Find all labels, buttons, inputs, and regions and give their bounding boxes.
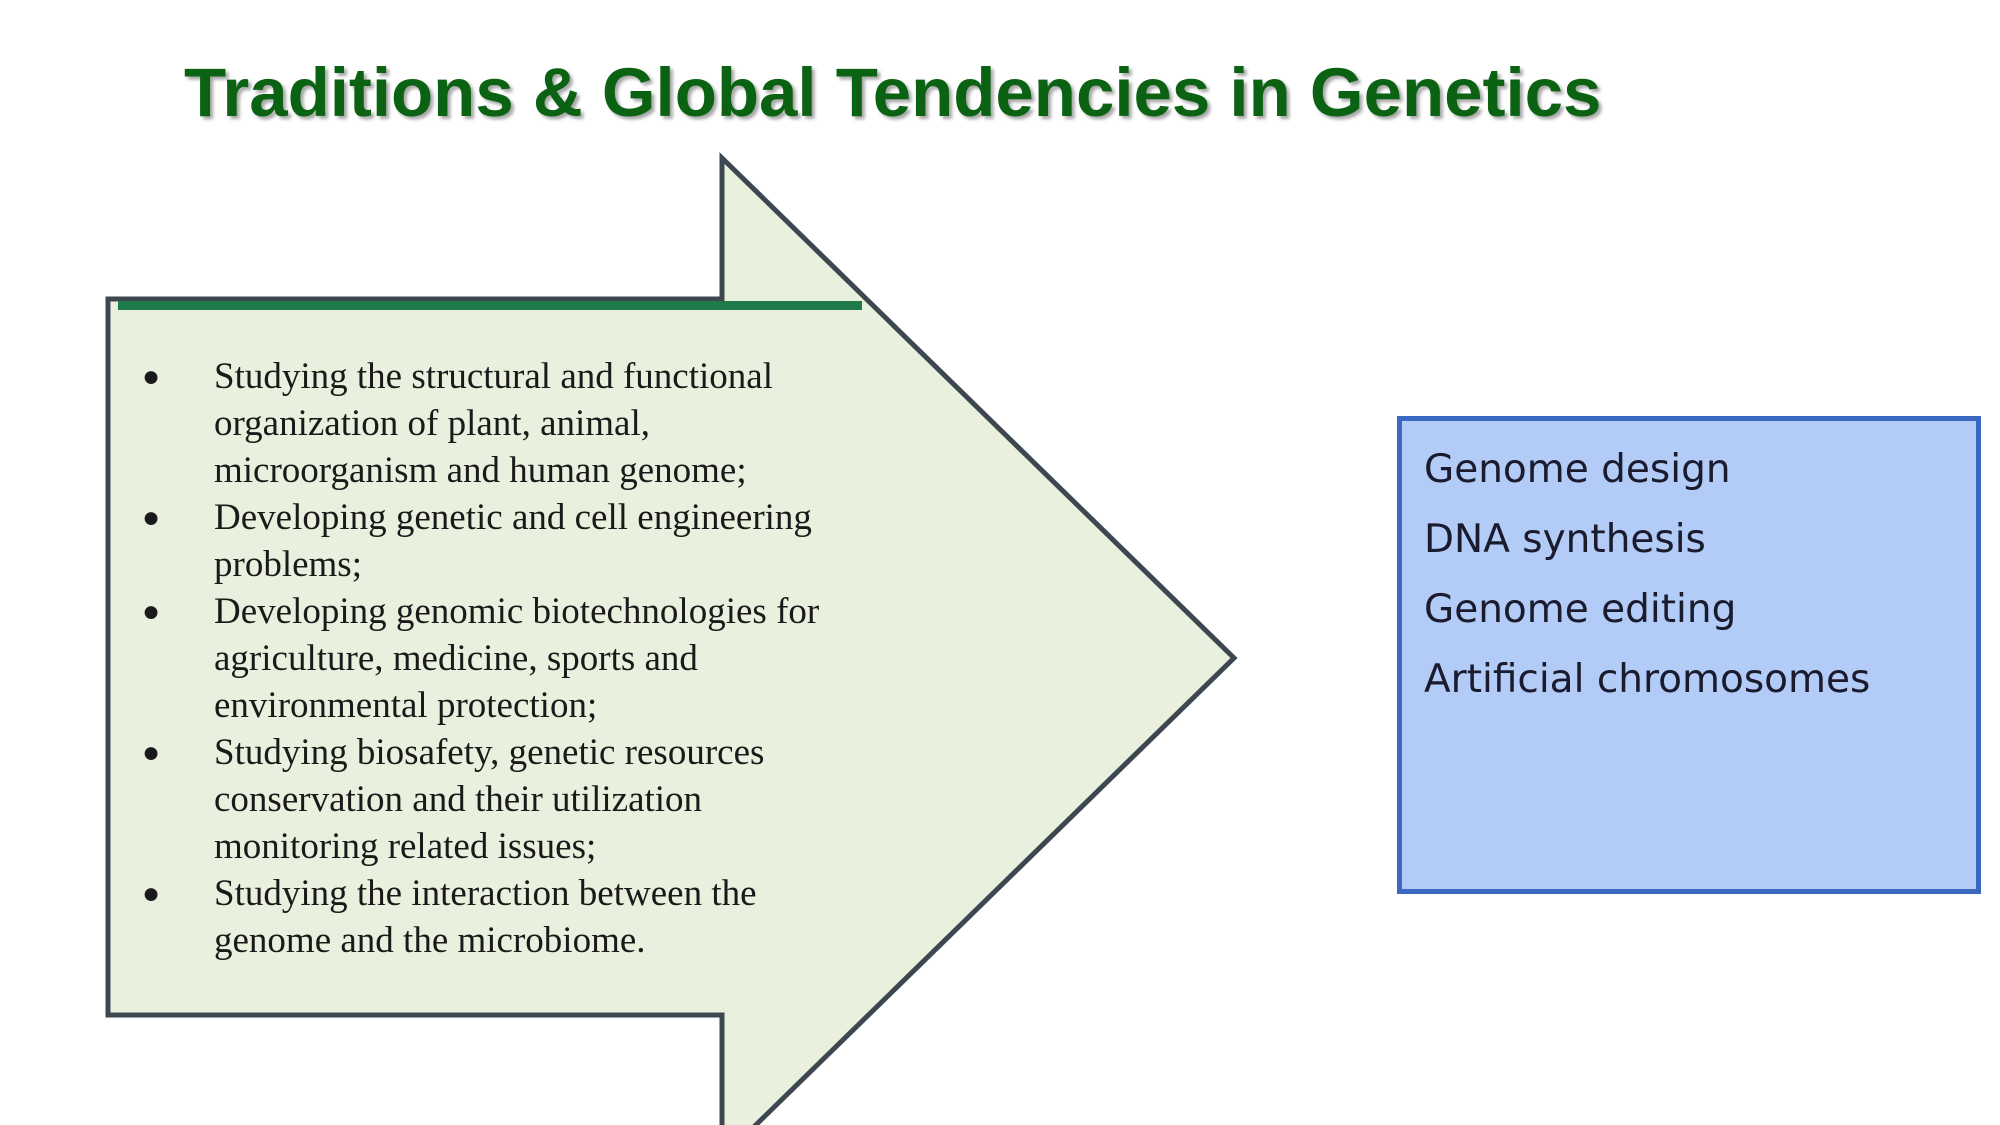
traditions-list: ● Studying the structural and functional …	[130, 353, 830, 964]
tendency-genome-design: Genome design	[1424, 447, 1731, 492]
bullet-icon: ●	[142, 877, 161, 910]
tendency-dna-synthesis: DNA synthesis	[1424, 517, 1706, 562]
bullet-icon: ●	[142, 736, 161, 769]
bullet-icon: ●	[142, 360, 161, 393]
tradition-text: Studying the structural and functional o…	[214, 356, 773, 491]
tradition-text: Developing genetic and cell engineering …	[214, 497, 812, 585]
list-item: ● Studying the interaction between the ge…	[130, 870, 830, 964]
list-item: ● Developing genetic and cell engineering…	[130, 494, 830, 588]
tendency-artificial-chromosomes: Artificial chromosomes	[1424, 657, 1871, 702]
list-item: ● Studying biosafety, genetic resources c…	[130, 729, 830, 870]
tradition-text: Studying biosafety, genetic resources co…	[214, 732, 765, 867]
tradition-text: Developing genomic biotechnologies for a…	[214, 591, 820, 726]
list-item: ● Developing genomic biotechnologies for …	[130, 588, 830, 729]
bullet-icon: ●	[142, 595, 161, 628]
tradition-text: Studying the interaction between the gen…	[214, 873, 757, 961]
arrow-accent-bar	[118, 301, 862, 310]
tendency-genome-editing: Genome editing	[1424, 587, 1737, 632]
list-item: ● Studying the structural and functional …	[130, 353, 830, 494]
bullet-icon: ●	[142, 501, 161, 534]
slide-title: Traditions & Global Tendencies in Geneti…	[184, 54, 1602, 131]
tendencies-box: Genome design DNA synthesis Genome editi…	[1397, 416, 1981, 894]
arrow-shape	[105, 152, 1238, 1125]
